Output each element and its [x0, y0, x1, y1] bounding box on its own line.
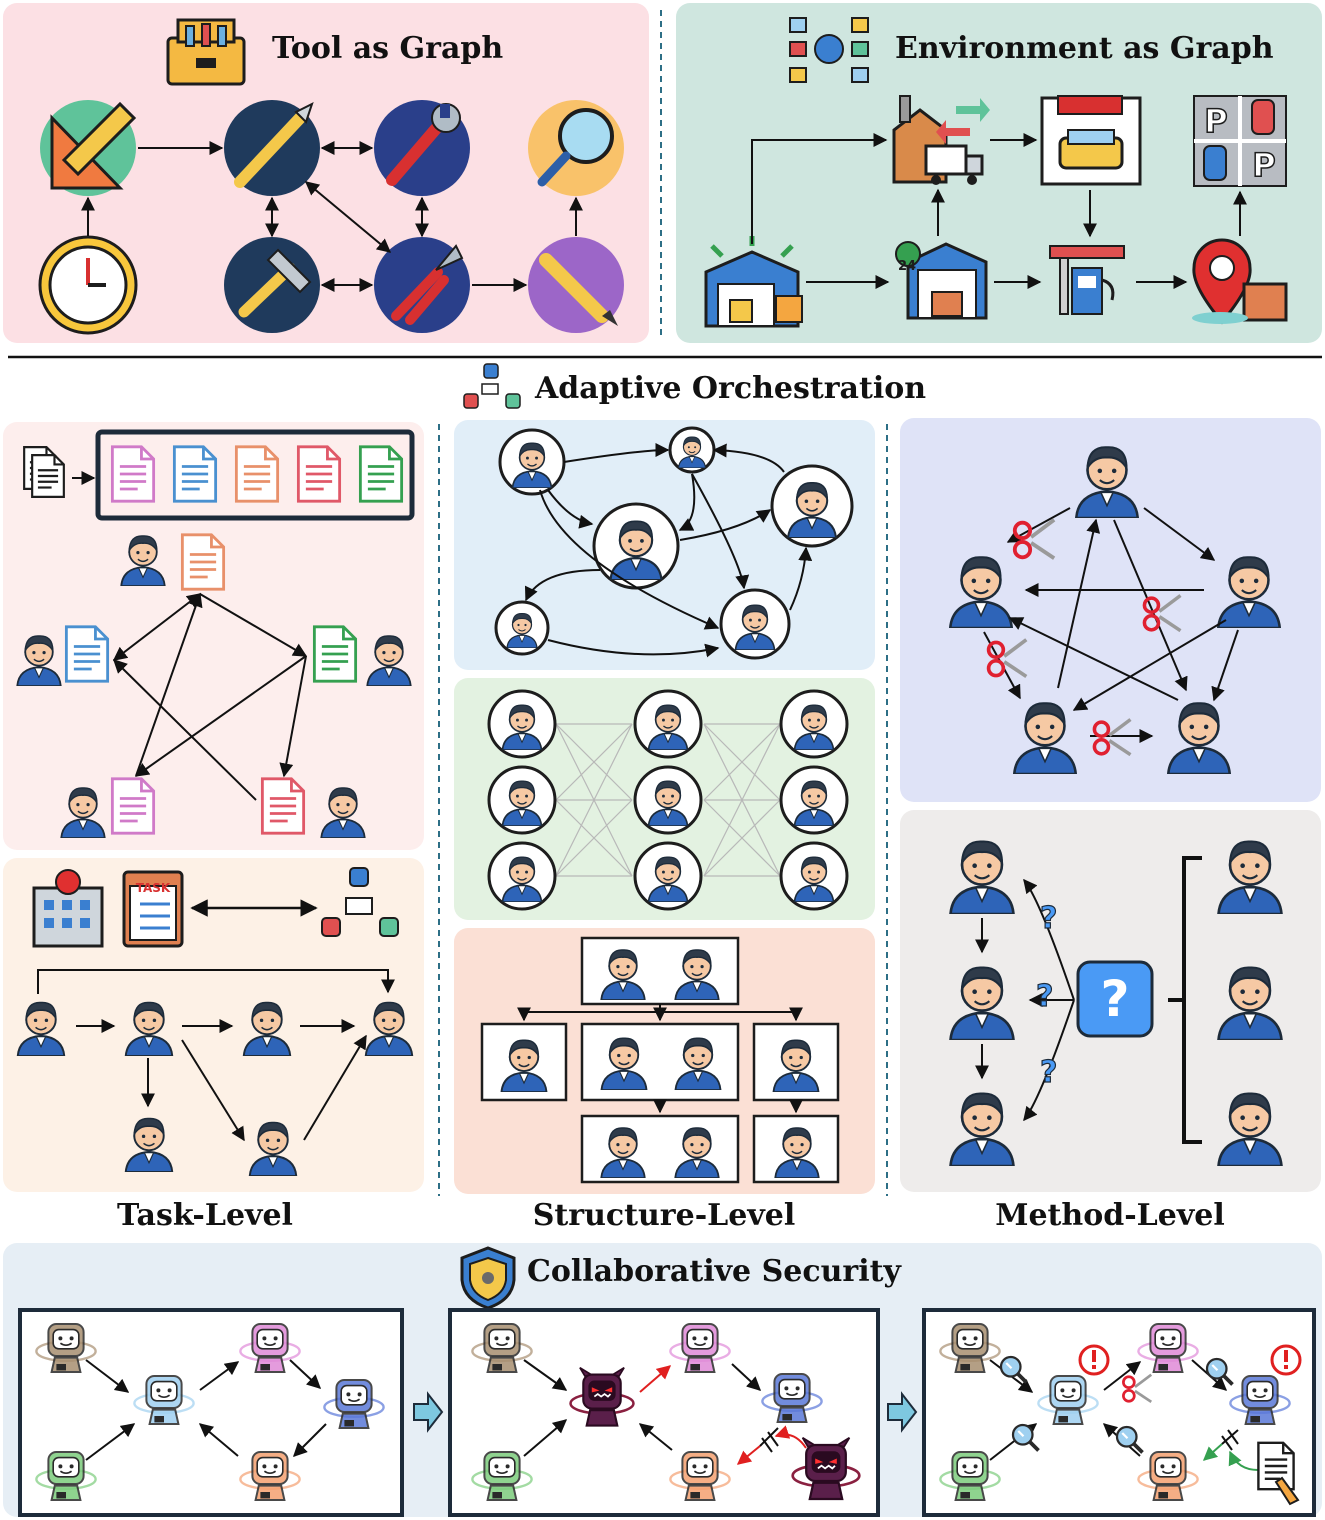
hammer-icon [224, 237, 320, 333]
collaborative-security-title: Collaborative Security [527, 1254, 902, 1289]
warehouse-icon [704, 236, 803, 328]
structure-tree [480, 936, 840, 1184]
clock-icon [38, 235, 138, 335]
pliers-icon [374, 237, 470, 333]
network-icon [789, 17, 869, 83]
clean-document-icon [1257, 1441, 1300, 1506]
flow-arrow-icon [887, 1391, 918, 1433]
alert-icon [1270, 1344, 1302, 1376]
toolbox-icon [166, 18, 246, 86]
task-doc-graph [16, 533, 412, 838]
method-selection: ? ? ? ? [949, 840, 1283, 1166]
orchestration-icon [463, 363, 521, 409]
task-docs-row [23, 429, 415, 521]
hospital-icon [32, 869, 104, 948]
question-mark-label: ? [1036, 979, 1053, 1014]
shield-icon [460, 1246, 516, 1310]
wrench-icon [374, 100, 470, 196]
security-attack-graph [471, 1322, 861, 1502]
tool-graph-panel [3, 3, 649, 343]
ruler-icon [40, 100, 137, 196]
method-pruning-panel [900, 418, 1321, 802]
method-level-label: Method-Level [995, 1198, 1225, 1233]
structure-layered [487, 689, 849, 911]
tool-nodes [38, 100, 624, 335]
method-pentagon [948, 445, 1282, 774]
clock-badge-label: 24 [898, 259, 916, 274]
structure-level-label: Structure-Level [533, 1198, 796, 1233]
question-box-icon: ? [1076, 960, 1154, 1038]
question-box-label: ? [1100, 970, 1129, 1028]
pencil-icon [528, 237, 624, 333]
environment-graph-title: Environment as Graph [895, 31, 1274, 66]
tool-graph-title: Tool as Graph [272, 31, 503, 66]
task-level-label: Task-Level [117, 1198, 293, 1233]
structure-graph [494, 426, 854, 660]
tool-edges [81, 141, 583, 292]
delivery-pin-icon [1192, 238, 1288, 325]
environment-nodes: P P 24 [704, 95, 1288, 328]
flow-arrow-icon [413, 1391, 444, 1433]
car-wash-icon [1040, 95, 1142, 186]
security-defense-graph [939, 1322, 1302, 1506]
fuel-station-icon [1049, 245, 1125, 315]
question-mark-label: ? [1040, 1055, 1057, 1090]
task-level-documents-panel [3, 422, 424, 850]
factory-truck-icon [892, 95, 990, 185]
task-hospital-flow: TASK [16, 867, 414, 1176]
alert-icon [1078, 1344, 1110, 1376]
brush-icon [224, 100, 320, 196]
task-badge-label: TASK [136, 881, 171, 895]
task-clipboard-icon: TASK [122, 870, 184, 948]
security-normal-graph [35, 1322, 385, 1502]
environment-edges [751, 133, 1247, 289]
storage-24h-icon: 24 [895, 241, 988, 320]
adaptive-orchestration-title: Adaptive Orchestration [534, 371, 926, 406]
team-icon [321, 867, 399, 937]
question-mark-label: ? [1040, 901, 1057, 936]
environment-graph-panel [676, 3, 1322, 343]
parking-icon: P P [1193, 95, 1287, 187]
parking-label: P [1204, 102, 1227, 140]
magnifier-icon [528, 100, 624, 196]
parking-label: P [1252, 146, 1275, 184]
